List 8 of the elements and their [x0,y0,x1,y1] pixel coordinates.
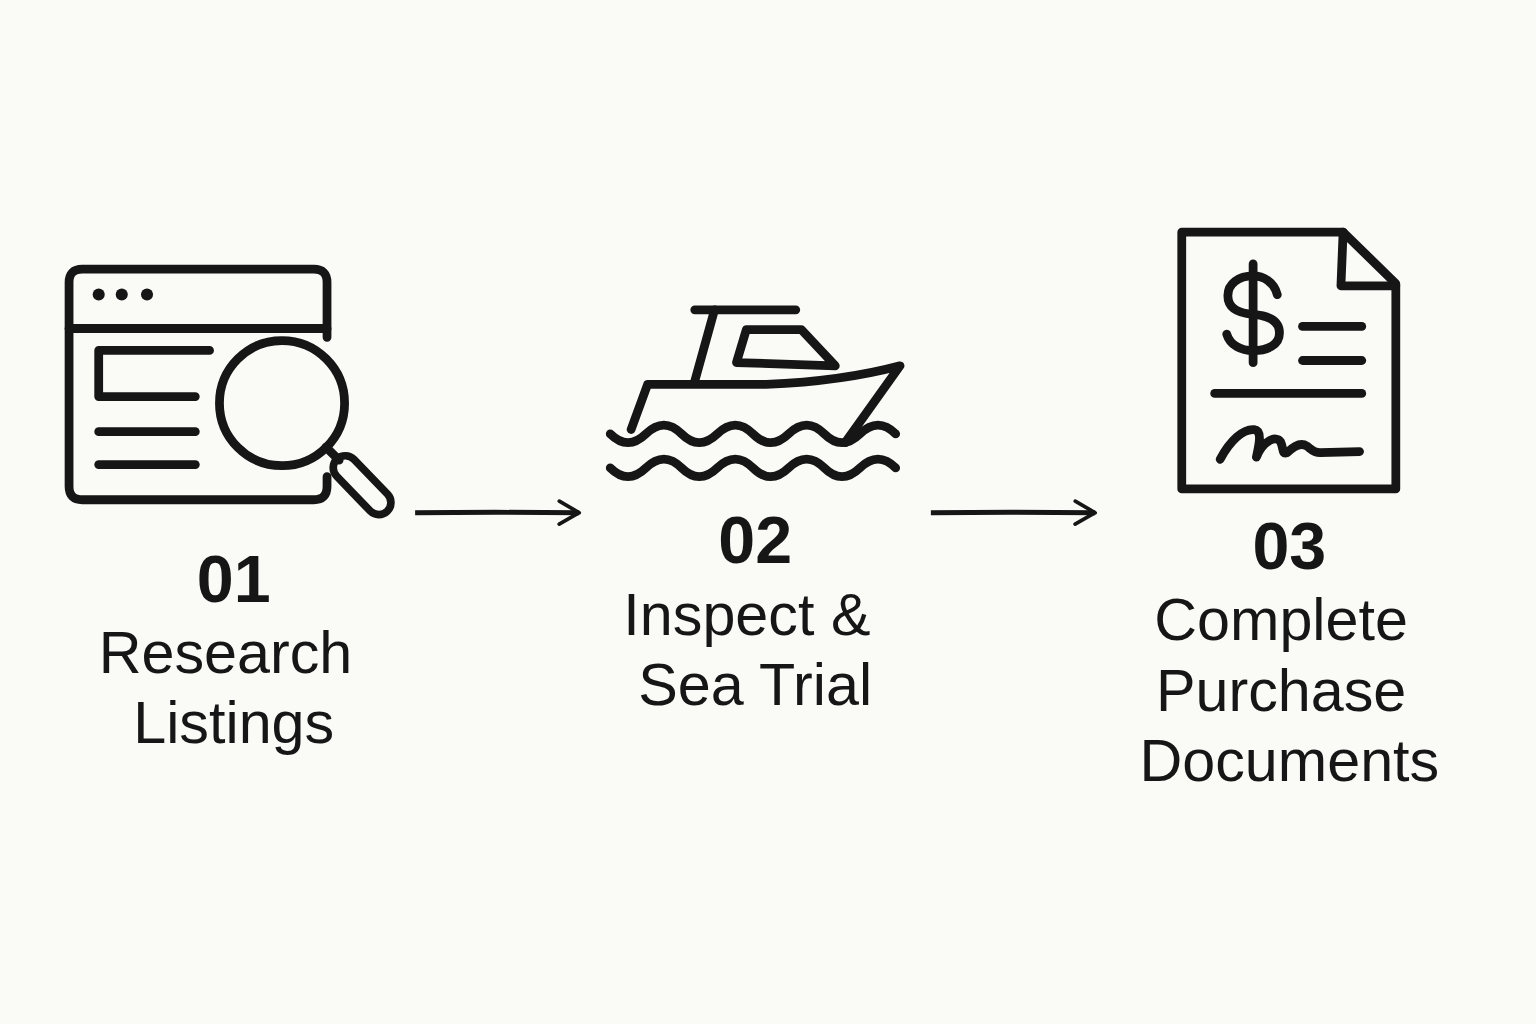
step-title: Research Listings [98,619,354,756]
arrow [930,499,1098,526]
step-number: 03 [1252,508,1327,584]
step-number: 01 [196,541,271,616]
step-number: 02 [718,502,793,578]
step-title: Inspect & Sea Trial [623,581,874,717]
step-title: Complete Purchase Documents [1139,586,1440,793]
arrow [415,499,582,526]
